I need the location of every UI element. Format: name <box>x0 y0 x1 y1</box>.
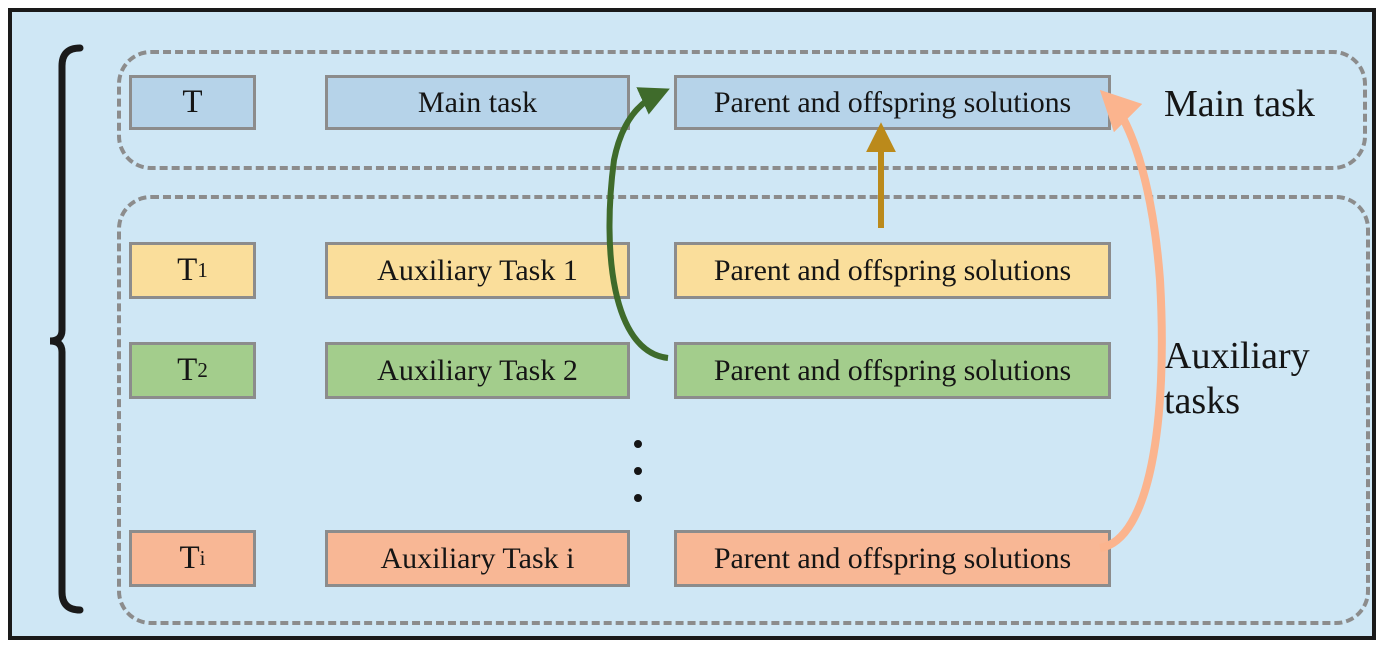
main-task-symbol: T <box>182 84 203 120</box>
aux-task-1-name-box[interactable]: Auxiliary Task 1 <box>325 242 630 299</box>
aux-task-i-name: Auxiliary Task i <box>380 541 575 575</box>
aux-task-2-solutions: Parent and offspring solutions <box>713 353 1072 387</box>
aux-task-1-symbol: T <box>177 252 198 288</box>
aux-task-1-name: Auxiliary Task 1 <box>377 253 578 287</box>
diagram-frame: T Main task Parent and offspring solutio… <box>8 8 1376 640</box>
main-task-group-container <box>117 50 1367 170</box>
aux-task-2-subscript: 2 <box>197 358 208 382</box>
aux-task-i-symbol: T <box>179 540 200 576</box>
aux-task-1-solutions-box[interactable]: Parent and offspring solutions <box>674 242 1111 299</box>
main-task-name: Main task <box>417 85 538 119</box>
auxiliary-caption-line-1: Auxiliary <box>1164 335 1310 377</box>
auxiliary-tasks-group-caption: Auxiliary tasks <box>1164 334 1310 424</box>
main-task-name-box[interactable]: Main task <box>325 75 630 130</box>
aux-task-i-name-box[interactable]: Auxiliary Task i <box>325 530 630 587</box>
aux-task-i-subscript: i <box>199 546 206 570</box>
aux-task-1-solutions: Parent and offspring solutions <box>713 253 1072 287</box>
aux-task-2-solutions-box[interactable]: Parent and offspring solutions <box>674 342 1111 399</box>
main-task-group-caption: Main task <box>1164 83 1315 125</box>
ellipsis-dot <box>634 467 642 475</box>
aux-task-1-subscript: 1 <box>197 258 208 282</box>
main-task-solutions: Parent and offspring solutions <box>713 85 1072 119</box>
aux-task-i-solutions: Parent and offspring solutions <box>713 541 1072 575</box>
main-task-symbol-box[interactable]: T <box>129 75 256 130</box>
aux-task-2-name: Auxiliary Task 2 <box>377 353 578 387</box>
aux-task-2-symbol: T <box>177 352 198 388</box>
aux-task-i-solutions-box[interactable]: Parent and offspring solutions <box>674 530 1111 587</box>
ellipsis-dot <box>634 494 642 502</box>
auxiliary-tasks-group-container <box>117 195 1370 625</box>
main-task-solutions-box[interactable]: Parent and offspring solutions <box>674 75 1111 130</box>
auxiliary-caption-line-2: tasks <box>1164 379 1240 422</box>
aux-task-2-name-box[interactable]: Auxiliary Task 2 <box>325 342 630 399</box>
vertical-ellipsis-icon <box>631 440 645 502</box>
ellipsis-dot <box>634 440 642 448</box>
